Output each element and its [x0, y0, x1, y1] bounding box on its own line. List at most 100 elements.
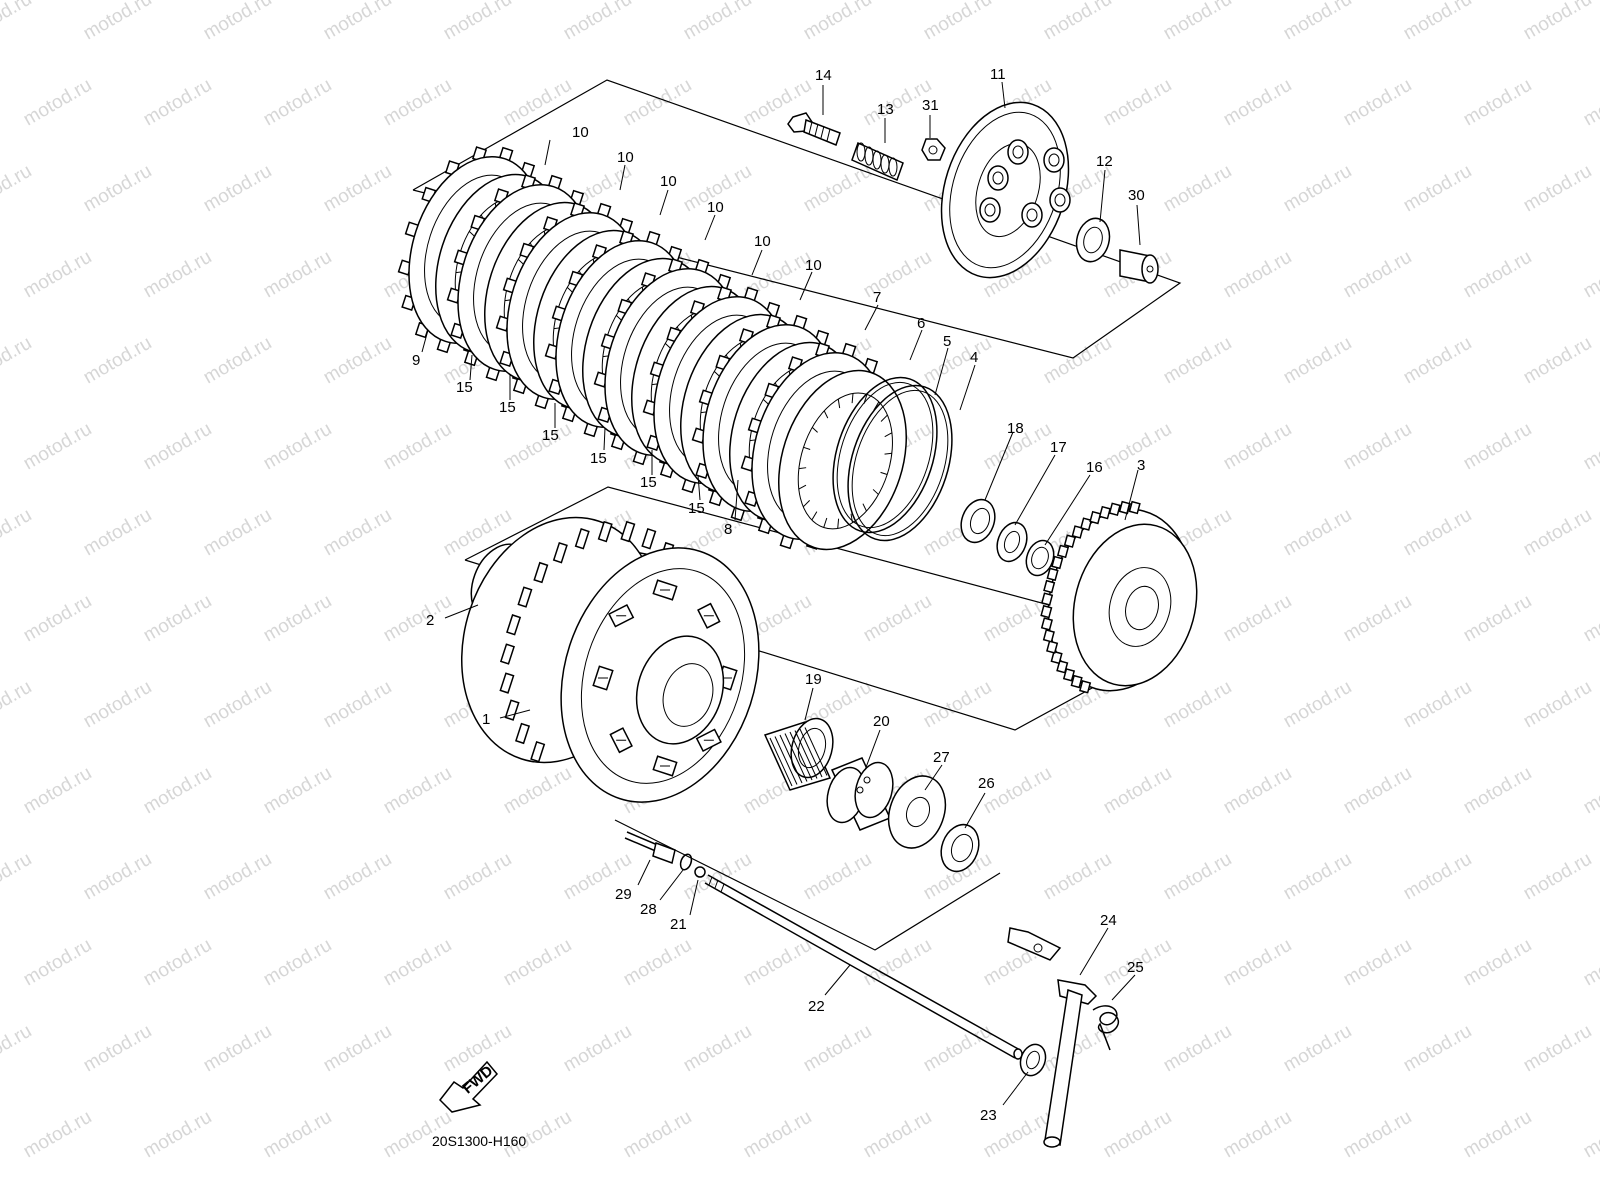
watermark-text: motod.ru	[1340, 763, 1415, 819]
watermark-text: motod.ru	[1220, 763, 1295, 819]
boss	[1043, 147, 1065, 173]
watermark-text: motod.ru	[1340, 247, 1415, 303]
label-15f: 15	[688, 500, 705, 517]
watermark-text: motod.ru	[1460, 247, 1535, 303]
watermark-text: motod.ru	[80, 333, 155, 389]
watermark-text: motod.ru	[20, 763, 95, 819]
watermark-text: motod.ru	[1580, 763, 1600, 819]
watermark-text: motod.ru	[260, 935, 335, 991]
watermark-text: motod.ru	[740, 1107, 815, 1163]
watermark-text: motod.ru	[1520, 1021, 1595, 1077]
boss	[979, 197, 1001, 223]
label-24: 24	[1100, 912, 1117, 929]
label-23: 23	[980, 1107, 997, 1124]
watermark-text: motod.ru	[20, 935, 95, 991]
washer-16	[1025, 539, 1055, 577]
label-17: 17	[1050, 439, 1067, 456]
watermark-text: motod.ru	[860, 247, 935, 303]
watermark-text: motod.ru	[260, 1107, 335, 1163]
label-10b: 10	[617, 149, 634, 166]
watermark-text: motod.ru	[140, 763, 215, 819]
watermark-text: motod.ru	[1580, 247, 1600, 303]
watermark-text: motod.ru	[500, 935, 575, 991]
label-16: 16	[1086, 459, 1103, 476]
watermark-text: motod.ru	[1040, 333, 1115, 389]
label-25: 25	[1127, 959, 1144, 976]
watermark-text: motod.ru	[380, 75, 455, 131]
watermark-text: motod.ru	[140, 591, 215, 647]
label-30: 30	[1128, 187, 1145, 204]
watermark-text: motod.ru	[1400, 849, 1475, 905]
watermark-text: motod.ru	[560, 1021, 635, 1077]
push-rod-29	[624, 831, 676, 864]
watermark-text: motod.ru	[800, 0, 875, 44]
watermark-text: motod.ru	[320, 849, 395, 905]
label-11: 11	[990, 66, 1006, 83]
watermark-text: motod.ru	[1520, 333, 1595, 389]
boss	[1007, 139, 1029, 165]
pressure-plate-11	[940, 101, 1071, 279]
watermark-text: motod.ru	[260, 75, 335, 131]
label-15d: 15	[590, 450, 607, 467]
watermark-text: motod.ru	[1280, 161, 1355, 217]
watermark-text: motod.ru	[800, 849, 875, 905]
watermark-text: motod.ru	[0, 1021, 35, 1077]
push-lever-24	[1007, 927, 1098, 1148]
watermark-text: motod.ru	[0, 677, 35, 733]
label-15c: 15	[542, 427, 559, 444]
label-18: 18	[1007, 420, 1024, 437]
collar-20	[826, 757, 894, 831]
label-4: 4	[970, 349, 978, 366]
watermark-text: motod.ru	[140, 1107, 215, 1163]
watermark-text: motod.ru	[320, 505, 395, 561]
label-8: 8	[724, 521, 732, 538]
watermark-text: motod.ru	[1160, 1021, 1235, 1077]
watermark-text: motod.ru	[1520, 161, 1595, 217]
watermark-text: motod.ru	[1400, 0, 1475, 44]
watermark-text: motod.ru	[80, 505, 155, 561]
o-ring-28	[679, 853, 693, 871]
watermark-text: motod.ru	[1220, 1107, 1295, 1163]
boss	[987, 165, 1009, 191]
nut-18	[960, 498, 996, 544]
label-10a: 10	[572, 124, 589, 141]
watermark-text: motod.ru	[200, 0, 275, 44]
watermark-text: motod.ru	[320, 333, 395, 389]
label-3: 3	[1137, 457, 1145, 474]
watermark-text: motod.ru	[140, 247, 215, 303]
pushrod-end-30	[1119, 249, 1159, 284]
watermark-text: motod.ru	[1400, 333, 1475, 389]
label-14: 14	[815, 67, 832, 84]
label-15a: 15	[456, 379, 473, 396]
watermark-text: motod.ru	[1280, 677, 1355, 733]
watermark-text: motod.ru	[80, 849, 155, 905]
watermark-text: motod.ru	[1340, 75, 1415, 131]
label-10f: 10	[805, 257, 822, 274]
watermark-text: motod.ru	[1280, 849, 1355, 905]
watermark-text: motod.ru	[380, 935, 455, 991]
watermark-text: motod.ru	[380, 419, 455, 475]
watermark-text: motod.ru	[320, 1021, 395, 1077]
watermark-text: motod.ru	[860, 591, 935, 647]
watermark-text: motod.ru	[200, 161, 275, 217]
part-labels: 14 13 31 11 12 30 10 10 10 10 10 10 7 6 …	[412, 66, 1145, 1124]
watermark-text: motod.ru	[1520, 0, 1595, 44]
watermark-text: motod.ru	[1340, 935, 1415, 991]
watermark-text: motod.ru	[1220, 419, 1295, 475]
label-5: 5	[943, 333, 951, 350]
washer-23	[1019, 1043, 1047, 1077]
watermark-text: motod.ru	[500, 75, 575, 131]
watermark-text: motod.ru	[20, 591, 95, 647]
watermark-text: motod.ru	[80, 0, 155, 44]
washer-27	[887, 775, 947, 849]
watermark-text: motod.ru	[320, 677, 395, 733]
watermark-text: motod.ru	[140, 935, 215, 991]
label-28: 28	[640, 901, 657, 918]
watermark-text: motod.ru	[1160, 333, 1235, 389]
watermark-text: motod.ru	[1100, 75, 1175, 131]
watermark-text: motod.ru	[1040, 849, 1115, 905]
bolt-14	[787, 112, 841, 146]
boss	[1021, 202, 1043, 228]
watermark-text: motod.ru	[1220, 247, 1295, 303]
watermark-text: motod.ru	[380, 591, 455, 647]
